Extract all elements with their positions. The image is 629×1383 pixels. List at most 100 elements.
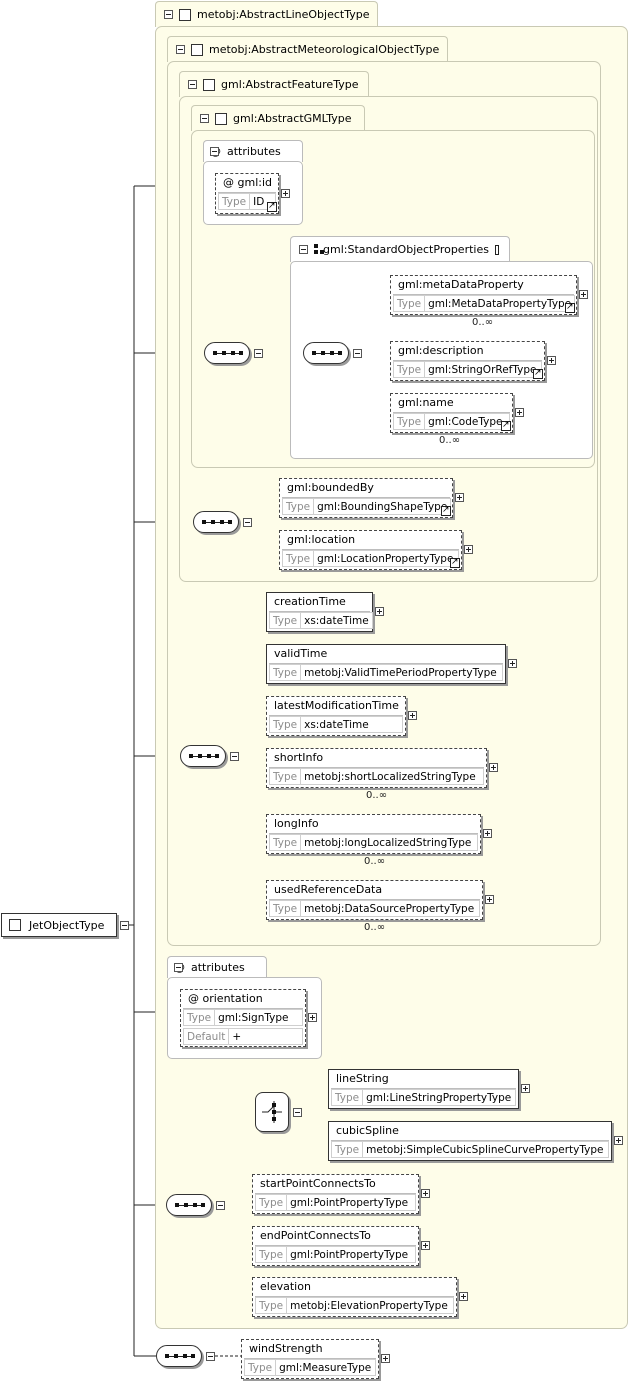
type-value: metobj:shortLocalizedStringType — [300, 768, 484, 785]
expand-icon[interactable] — [485, 895, 494, 904]
element-name: windStrength — [249, 1342, 323, 1355]
expand-icon[interactable] — [281, 188, 290, 198]
goto-type-icon[interactable] — [267, 200, 277, 212]
occurrence-label: 0..∞ — [439, 435, 461, 446]
collapse-icon[interactable] — [353, 349, 362, 358]
expand-icon[interactable] — [521, 1084, 530, 1093]
type-value: gml:MetaDataPropertyType — [424, 295, 576, 312]
element-name: creationTime — [274, 595, 346, 608]
collapse-icon[interactable] — [230, 752, 239, 761]
expand-icon[interactable] — [408, 711, 417, 720]
attribute-icon: @ — [188, 992, 199, 1005]
goto-type-icon[interactable] — [441, 504, 451, 516]
default-value: + — [228, 1028, 303, 1045]
expand-icon[interactable] — [375, 607, 384, 616]
collapse-icon[interactable] — [216, 1201, 225, 1210]
type-key: Type — [255, 1297, 287, 1314]
goto-type-icon[interactable] — [533, 367, 543, 379]
goto-group-icon[interactable] — [494, 244, 499, 255]
expand-icon[interactable] — [614, 1136, 623, 1145]
gml-type-tab[interactable]: gml:AbstractGMLType — [191, 105, 365, 131]
element-name: startPointConnectsTo — [260, 1177, 376, 1190]
expand-icon[interactable] — [421, 1241, 430, 1250]
type-key: Type — [269, 768, 301, 785]
sequence-compositor[interactable] — [166, 1194, 225, 1216]
collapse-icon[interactable] — [188, 80, 197, 89]
feature-type-tab[interactable]: gml:AbstractFeatureType — [179, 71, 369, 97]
sequence-compositor[interactable] — [303, 342, 362, 364]
expand-icon[interactable] — [464, 545, 473, 554]
sequence-compositor[interactable] — [204, 342, 263, 364]
sequence-compositor[interactable] — [193, 511, 252, 533]
attributes-tab[interactable]: @ attributes — [167, 956, 267, 978]
goto-type-icon[interactable] — [565, 301, 575, 313]
collapse-icon[interactable] — [120, 921, 129, 930]
attribute-name: orientation — [202, 992, 263, 1005]
expand-icon[interactable] — [483, 829, 492, 838]
occurrence-label: 0..∞ — [364, 856, 386, 867]
expand-icon[interactable] — [308, 1013, 317, 1022]
expand-icon[interactable] — [579, 290, 588, 299]
line-object-type-tab[interactable]: metobj:AbstractLineObjectType — [155, 1, 378, 27]
collapse-icon[interactable] — [293, 1108, 302, 1117]
element-name: cubicSpline — [336, 1124, 399, 1137]
type-key: Type — [269, 612, 301, 629]
expand-icon[interactable] — [455, 493, 464, 502]
goto-type-icon[interactable] — [501, 419, 511, 431]
collapse-icon[interactable] — [299, 245, 308, 254]
collapse-icon[interactable] — [206, 1352, 215, 1361]
goto-type-icon[interactable] — [450, 556, 460, 568]
element-name: longInfo — [274, 817, 319, 830]
sequence-compositor[interactable] — [180, 745, 239, 767]
expand-icon[interactable] — [421, 1189, 430, 1198]
expand-icon[interactable] — [508, 659, 517, 668]
expand-icon[interactable] — [459, 1292, 468, 1301]
collapse-icon[interactable] — [176, 45, 185, 54]
collapse-icon[interactable] — [164, 10, 173, 19]
complex-type-icon — [9, 919, 21, 931]
type-value: metobj:DataSourcePropertyType — [300, 900, 480, 917]
attributes-tab[interactable]: @ attributes — [203, 140, 303, 162]
meteorological-type-tab[interactable]: metobj:AbstractMeteorologicalObjectType — [167, 36, 448, 62]
collapse-icon[interactable] — [174, 963, 183, 972]
collapse-icon[interactable] — [243, 518, 252, 527]
type-key: Type — [269, 716, 301, 733]
expand-icon[interactable] — [547, 356, 556, 365]
root-element[interactable]: JetObjectType — [1, 913, 129, 937]
feature-type-label: gml:AbstractFeatureType — [221, 78, 359, 91]
collapse-icon[interactable] — [254, 349, 263, 358]
expand-icon[interactable] — [381, 1354, 390, 1363]
sequence-compositor[interactable] — [156, 1345, 215, 1367]
standard-props-tab[interactable]: gml:StandardObjectProperties — [290, 236, 510, 262]
expand-icon[interactable] — [515, 408, 524, 417]
type-key: Type — [282, 498, 314, 515]
choice-compositor[interactable] — [255, 1092, 302, 1132]
complex-type-icon — [215, 112, 227, 125]
element-name: gml:location — [287, 533, 356, 546]
element-name: elevation — [260, 1280, 311, 1293]
collapse-icon[interactable] — [210, 147, 219, 156]
expand-icon[interactable] — [489, 763, 498, 772]
occurrence-label: 0..∞ — [366, 790, 388, 801]
default-key: Default — [183, 1028, 229, 1045]
collapse-icon[interactable] — [200, 114, 209, 123]
